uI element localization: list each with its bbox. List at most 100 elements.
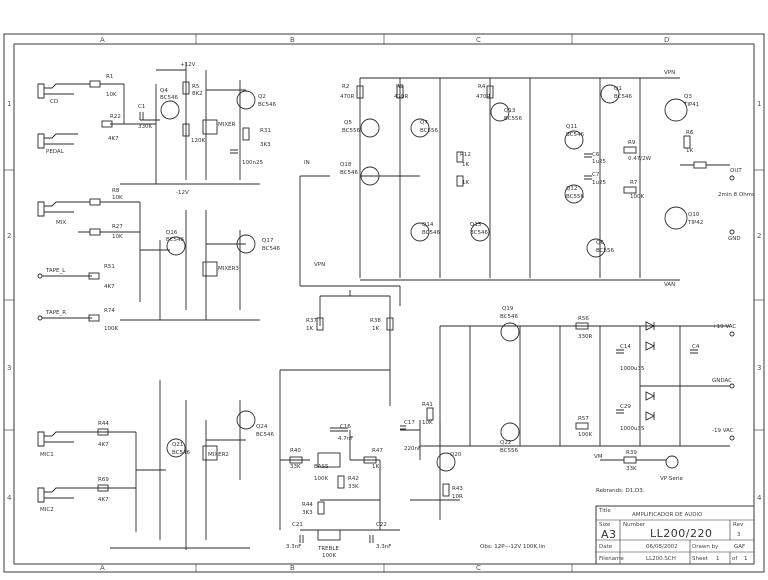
power-amplifier-stage: R2 470R R3 470R R4 470R Q5 BC556 Q7 BC55… [299,70,755,306]
svg-text:3.3nF: 3.3nF [286,544,301,550]
zone-col-label: B [290,564,295,572]
filename-value: LL200.SCH [646,556,676,562]
svg-text:4.7nF: 4.7nF [338,436,353,442]
svg-text:4K7: 4K7 [98,442,109,448]
date-label: Date [599,544,613,550]
svg-text:R2: R2 [342,84,349,90]
transistor-q6 [586,238,606,258]
capacitor-c17 [400,425,406,430]
svg-text:MIX: MIX [56,220,66,226]
svg-text:R51: R51 [104,264,115,270]
resistor-r31 [242,127,250,141]
svg-text:Q14: Q14 [422,222,434,228]
svg-text:C16: C16 [340,424,351,430]
transistor-q21 [166,438,186,458]
resistor-r13 [456,175,464,187]
svg-text:VAN: VAN [664,282,675,288]
svg-text:330K: 330K [138,124,152,130]
svg-text:-12V: -12V [176,190,189,196]
svg-text:33K: 33K [290,464,301,470]
zone-col-label: B [290,36,295,44]
transistor-q24 [236,410,256,430]
svg-text:IN: IN [304,160,310,166]
svg-text:1K: 1K [306,326,313,332]
input-jack-mix: MIX [37,201,78,226]
svg-text:Q13: Q13 [504,108,516,114]
svg-text:470R: 470R [340,94,354,100]
resistor-r56 [575,322,589,330]
svg-text:R6: R6 [686,130,694,136]
svg-text:Q1: Q1 [614,86,622,92]
resistor-r12 [456,151,464,163]
svg-text:MIXER3: MIXER3 [218,266,239,272]
transistor-q3 [664,98,688,122]
capacitor-c4 [690,349,698,354]
svg-text:4K7: 4K7 [108,136,119,142]
zone-row-label: 2 [757,232,761,240]
svg-text:C21: C21 [292,522,303,528]
svg-text:1K: 1K [372,464,379,470]
svg-text:470R: 470R [394,94,408,100]
svg-text:1K: 1K [462,180,469,186]
svg-text:BC546: BC546 [256,432,275,438]
svg-text:TIP42: TIP42 [687,220,703,226]
svg-text:120K: 120K [191,138,205,144]
capacitor-c21 [299,535,304,543]
svg-text:BC556: BC556 [566,194,585,200]
svg-text:R1: R1 [106,74,113,80]
svg-text:R74: R74 [104,308,115,314]
svg-text:3K3: 3K3 [260,142,271,148]
svg-text:Q19: Q19 [502,306,514,312]
svg-text:R5: R5 [192,84,200,90]
svg-text:100K: 100K [314,476,328,482]
svg-text:BC546: BC546 [422,230,441,236]
capacitor-c1 [139,112,144,120]
power-supply-stage: Q19 BC546 Q22 BC556 R56 330R R57 100K C1… [439,306,736,482]
svg-text:R69: R69 [98,477,109,483]
resistor-r9 [683,135,691,149]
svg-text:Q20: Q20 [450,452,462,458]
svg-text:TREBLE: TREBLE [317,546,339,552]
capacitor-c3 [230,149,238,154]
svg-text:100K: 100K [630,194,644,200]
svg-text:+19 VAC: +19 VAC [712,324,736,330]
svg-text:C22: C22 [376,522,387,528]
potentiometer-bass [317,452,341,468]
svg-text:2min 8 Ohms: 2min 8 Ohms [718,192,755,198]
svg-text:3K3: 3K3 [302,510,313,516]
capacitor-c16 [330,427,348,432]
capacitor-c6 [584,153,592,158]
svg-text:Q3: Q3 [684,94,692,100]
title-value: AMPLIFICADOR DE AUDIO [632,512,703,518]
svg-text:Q18: Q18 [340,162,352,168]
transistor-q2 [236,90,256,110]
svg-text:1K: 1K [372,326,379,332]
mic-preamp-stage: R44 4K7 R69 4K7 Q21 BC546 MIXER2 Q24 BC5… [96,380,275,550]
svg-text:R27: R27 [112,224,123,230]
zone-col-label: A [100,564,105,572]
svg-text:1u25: 1u25 [592,180,606,186]
output-coil [693,161,707,169]
svg-text:TAPE_R: TAPE_R [45,310,66,316]
filename-label: Filename [599,556,624,562]
svg-text:220nF: 220nF [404,446,421,452]
transistor-q1 [600,84,620,104]
preamp-stage-1: R1 10K R22 4K7 C1 330K Q4 BC546 R5 8K2 M… [78,62,277,196]
transistor-q19 [500,322,520,342]
resistor-r38 [386,317,394,331]
transistor-q11 [564,130,584,150]
capacitor-c14 [616,349,624,354]
transistor-q18 [360,166,380,186]
output-terminal [729,175,735,181]
svg-text:BC546: BC546 [262,246,281,252]
svg-text:R40: R40 [290,448,301,454]
svg-text:R57: R57 [578,416,589,422]
svg-text:4K7: 4K7 [104,284,115,290]
svg-text:8K2: 8K2 [192,91,203,97]
transistor-q5 [360,118,380,138]
svg-text:R38: R38 [370,318,381,324]
date-value: 06/08/2002 [646,544,678,550]
capacitor-c29 [616,409,624,414]
svg-text:BC556: BC556 [420,128,439,134]
svg-text:BC556: BC556 [500,448,519,454]
